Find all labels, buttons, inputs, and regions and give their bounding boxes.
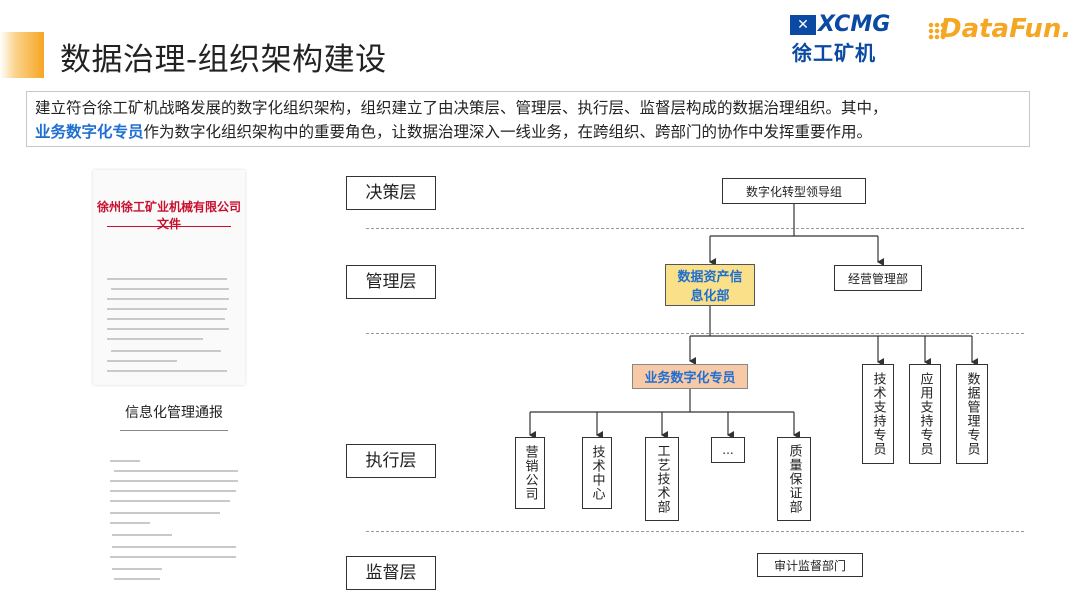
- node-data-asset-dept: 数据资产信息化部: [665, 264, 755, 306]
- node-audit-dept: 审计监督部门: [757, 553, 863, 577]
- node-biz-digital-specialist: 业务数字化专员: [632, 364, 748, 389]
- doc2-text-line: [112, 546, 236, 548]
- doc1-red-rule: [107, 226, 231, 227]
- doc1-text-line: [107, 318, 225, 320]
- doc2-text-line: [114, 578, 160, 580]
- layer-divider: [366, 333, 1024, 334]
- doc1-text-line: [107, 360, 177, 362]
- layer-execution: 执行层: [346, 444, 436, 478]
- node-exec-process-dept: 工艺技术部: [645, 437, 679, 521]
- datafun-dots-icon: [928, 22, 946, 40]
- xcmg-logo-brand: XCMG: [818, 12, 891, 37]
- doc1-text-line: [107, 308, 227, 310]
- doc1-text-line: [111, 288, 229, 290]
- layer-management: 管理层: [346, 265, 436, 299]
- doc2-text-line: [110, 556, 236, 558]
- intro-box: 建立符合徐工矿机战略发展的数字化组织架构，组织建立了由决策层、管理层、执行层、监…: [26, 91, 1030, 147]
- doc2-text-line: [110, 490, 236, 492]
- datafun-logo-text: DataFun.: [940, 14, 1072, 44]
- node-exec-tech-center: 技术中心: [582, 437, 612, 509]
- node-operations-dept: 经营管理部: [834, 265, 922, 291]
- node-exec-ellipsis: ...: [711, 437, 745, 463]
- doc1-heading: 徐州徐工矿业机械有限公司文件: [96, 200, 241, 231]
- layer-decision: 决策层: [346, 176, 436, 210]
- node-exec-quality-dept: 质量保证部: [777, 437, 811, 521]
- intro-line1: 建立符合徐工矿机战略发展的数字化组织架构，组织建立了由决策层、管理层、执行层、监…: [35, 99, 888, 117]
- node-specialist-tech-support: 技术支持专员: [862, 364, 894, 464]
- doc1-text-line: [107, 338, 203, 340]
- doc2-text-line: [112, 534, 172, 536]
- document-thumbnail-2: 信息化管理通报: [100, 398, 248, 588]
- doc1-text-line: [107, 328, 229, 330]
- node-specialist-app-support: 应用支持专员: [909, 364, 941, 464]
- layer-divider: [366, 228, 1024, 229]
- node-specialist-data-mgmt: 数据管理专员: [956, 364, 988, 464]
- doc1-text-line: [107, 298, 229, 300]
- doc2-heading: 信息化管理通报: [125, 405, 223, 421]
- doc2-text-line: [110, 522, 150, 524]
- datafun-logo: DataFun.: [928, 14, 1072, 48]
- doc2-text-line: [110, 512, 220, 514]
- node-exec-marketing: 营销公司: [515, 437, 545, 509]
- node-digital-transformation-group: 数字化转型领导组: [722, 178, 866, 204]
- xcmg-logo-cn: 徐工矿机: [792, 41, 876, 65]
- doc1-text-line: [111, 350, 221, 352]
- doc2-text-line: [110, 460, 140, 462]
- intro-highlight: 业务数字化专员: [35, 123, 144, 141]
- layer-supervision: 监督层: [346, 556, 436, 590]
- layer-divider: [366, 531, 1024, 532]
- xcmg-mark-icon: ✕: [790, 15, 816, 35]
- intro-line2: 作为数字化组织架构中的重要角色，让数据治理深入一线业务，在跨组织、跨部门的协作中…: [143, 123, 873, 141]
- doc2-rule: [120, 430, 228, 431]
- title-accent-bar: [0, 32, 44, 78]
- document-thumbnail-1: 徐州徐工矿业机械有限公司文件: [93, 170, 245, 385]
- doc2-text-line: [114, 470, 238, 472]
- xcmg-logo: ✕ XCMG 徐工矿机: [786, 12, 906, 65]
- doc2-text-line: [110, 500, 230, 502]
- page-title: 数据治理-组织架构建设: [60, 42, 387, 78]
- doc2-text-line: [110, 480, 238, 482]
- doc1-text-line: [107, 278, 227, 280]
- doc2-text-line: [112, 568, 162, 570]
- doc1-text-line: [107, 370, 227, 372]
